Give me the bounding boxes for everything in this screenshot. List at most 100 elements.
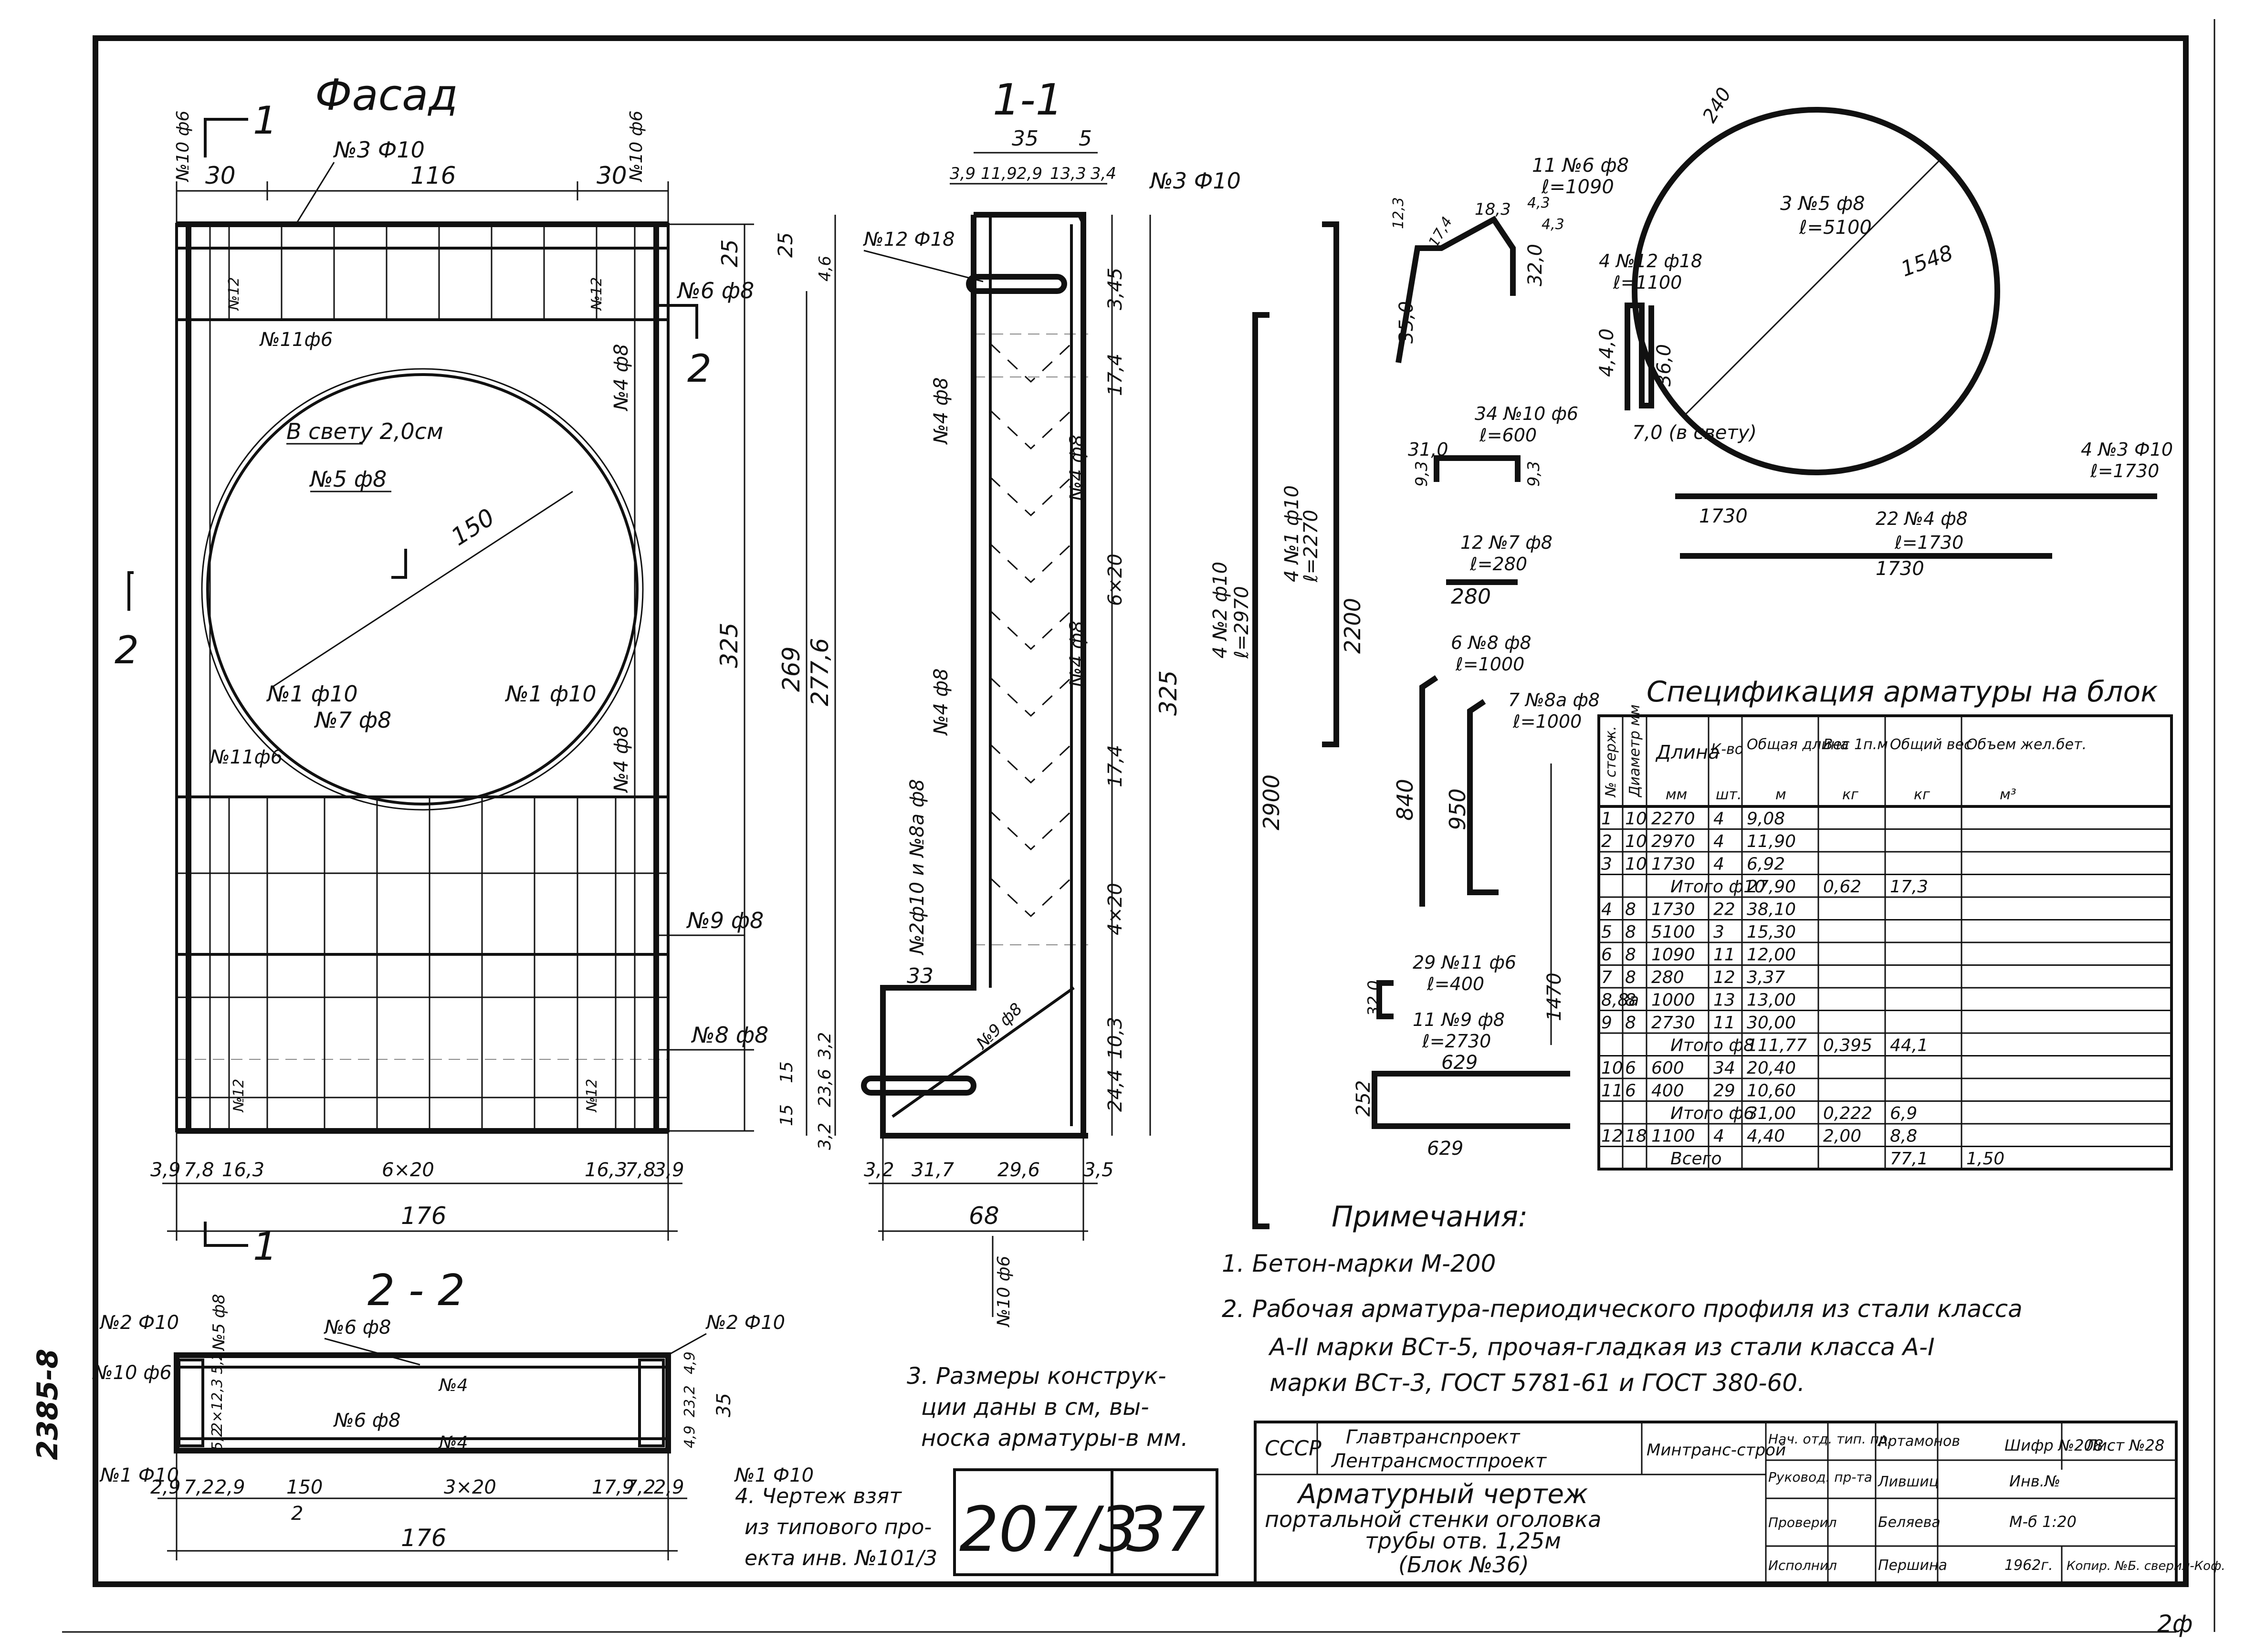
svg-text:Вес 1п.м: Вес 1п.м xyxy=(1823,736,1888,753)
svg-text:2: 2 xyxy=(115,628,139,672)
label-n6: №6 ф8 xyxy=(676,278,754,303)
spec-cell: 6 xyxy=(1625,1058,1636,1078)
spec-table: Спецификация арматуры на блок № стерж. Д… xyxy=(1597,675,2173,1171)
spec-cell: 1,50 xyxy=(1966,1149,2004,1169)
bending-schedule: 11 №6 ф8 ℓ=1090 12,3 17,4 18,3 4,3 4,3 3… xyxy=(1209,84,2173,1229)
s11-bottom-left-dims: 15 3,2 15 23,6 3,2 xyxy=(777,1032,835,1150)
svg-text:3,9: 3,9 xyxy=(150,1159,181,1181)
s22-n6-bottom: №6 ф8 xyxy=(333,1410,400,1432)
bar-n11: 29 №11 ф6 ℓ=400 32,0 xyxy=(1364,952,1516,1019)
tb-roles: Нач. отд. тип. пр. Руковод. пр-та Провер… xyxy=(1768,1431,1892,1573)
svg-text:3,2: 3,2 xyxy=(815,1123,835,1150)
svg-text:7 №8а ф8: 7 №8а ф8 xyxy=(1508,690,1600,711)
spec-cell: 1000 xyxy=(1651,991,1695,1010)
spec-cell: 10 xyxy=(1625,855,1647,874)
svg-text:4 №1 ф10: 4 №1 ф10 xyxy=(1281,485,1303,582)
label-n10-left: №10 ф6 xyxy=(173,111,193,182)
svg-text:7,2: 7,2 xyxy=(625,1476,656,1498)
spec-cell: Всего xyxy=(1670,1149,1722,1169)
spec-cell: 1 xyxy=(1601,809,1612,829)
tb-sheet: Лист №28 xyxy=(2085,1436,2164,1454)
note-4b: из типового про- xyxy=(745,1515,932,1539)
svg-text:ℓ=2730: ℓ=2730 xyxy=(1422,1031,1491,1052)
spec-cell: 6,9 xyxy=(1890,1104,1917,1123)
label-n3: №3 Ф10 xyxy=(333,137,425,163)
lower-mesh xyxy=(177,795,668,1131)
s11-n2: №2ф10 и №8а ф8 xyxy=(906,779,928,956)
svg-text:4 №3 Ф10: 4 №3 Ф10 xyxy=(2081,439,2173,460)
s22-n10: №10 ф6 xyxy=(92,1362,172,1384)
s11-right-dims: 3,45 17,4 6×20 17,4 4×20 10,3 24,4 xyxy=(1104,268,1126,1112)
svg-text:11,9: 11,9 xyxy=(981,164,1017,183)
sheet-code: 2385-8 xyxy=(31,1349,64,1460)
spec-cell: 9,08 xyxy=(1747,809,1785,829)
tb-drawing-4: (Блок №36) xyxy=(1398,1552,1529,1578)
tb-shifr: Шифр №208 xyxy=(2004,1436,2103,1454)
svg-text:17,4: 17,4 xyxy=(1104,745,1126,787)
svg-text:шт.: шт. xyxy=(1716,786,1741,803)
notes-title: Примечания: xyxy=(1332,1200,1528,1234)
spec-cell: 8 xyxy=(1625,945,1636,965)
svg-text:2,9: 2,9 xyxy=(654,1476,684,1498)
label-n4-upper: №4 ф8 xyxy=(610,344,632,411)
svg-text:Проверил: Проверил xyxy=(1768,1515,1837,1530)
spec-cell: 2970 xyxy=(1651,832,1695,851)
spec-cell: 22 xyxy=(1713,900,1735,920)
spec-cell: 44,1 xyxy=(1890,1036,1928,1056)
spec-cell: 5100 xyxy=(1651,922,1695,942)
spec-cell: 12,00 xyxy=(1747,945,1796,965)
spec-cell: 10 xyxy=(1601,1058,1623,1078)
svg-text:ℓ=1000: ℓ=1000 xyxy=(1455,654,1524,675)
spec-cell: 20,40 xyxy=(1747,1058,1796,1078)
s11-dim-35: 35 xyxy=(1012,126,1039,151)
svg-text:кг: кг xyxy=(1842,786,1858,803)
section-mark-1-top: 1 xyxy=(204,98,277,157)
spec-cell: 111,77 xyxy=(1747,1036,1807,1056)
svg-text:Першина: Першина xyxy=(1878,1557,1947,1574)
svg-text:629: 629 xyxy=(1427,1138,1463,1160)
svg-text:3,9: 3,9 xyxy=(950,164,976,183)
svg-text:240: 240 xyxy=(1699,84,1736,126)
bar-n3: 4 №3 Ф10 ℓ=1730 1730 xyxy=(1675,439,2173,527)
svg-text:Исполнил: Исполнил xyxy=(1768,1558,1837,1573)
spec-cell: 1730 xyxy=(1651,900,1695,920)
spec-cell: 11 xyxy=(1713,1013,1735,1033)
tb-drawing-3: трубы отв. 1,25м xyxy=(1365,1528,1561,1554)
spec-headers: № стерж. Диаметр мм Длина К-во Общая дли… xyxy=(1603,704,2087,803)
section-1-1-title: 1-1 xyxy=(993,75,1063,125)
svg-text:15: 15 xyxy=(777,1104,797,1126)
svg-text:17,9: 17,9 xyxy=(592,1476,634,1498)
spec-cell: Итого ф10 xyxy=(1670,877,1765,897)
svg-text:31,7: 31,7 xyxy=(912,1159,955,1181)
spec-cell: 4 xyxy=(1601,900,1612,920)
svg-text:18,3: 18,3 xyxy=(1475,200,1511,219)
s11-n4-d: №4 ф8 xyxy=(1066,621,1088,688)
spec-cell: 77,1 xyxy=(1890,1149,1928,1169)
tb-names: Артамонов Лившиц Беляева Першина xyxy=(1877,1433,1960,1574)
svg-text:29 №11 ф6: 29 №11 ф6 xyxy=(1413,952,1516,973)
svg-text:11 №6 ф8: 11 №6 ф8 xyxy=(1532,155,1629,177)
spec-cell: 4 xyxy=(1713,1127,1724,1146)
svg-text:2,9: 2,9 xyxy=(150,1476,181,1498)
s22-n2-left: №2 Ф10 xyxy=(99,1312,179,1334)
bar-n8: 6 №8 ф8 ℓ=1000 840 xyxy=(1392,632,1532,907)
label-n1-right: №1 ф10 xyxy=(504,681,597,707)
spec-cell: 11 xyxy=(1713,945,1735,965)
note-4a: 4. Чертеж взят xyxy=(735,1484,902,1508)
spec-cell: Итого ф6 xyxy=(1670,1104,1754,1123)
svg-text:Общий вес: Общий вес xyxy=(1890,736,1972,753)
svg-text:Беляева: Беляева xyxy=(1878,1514,1941,1531)
svg-text:3 №5 ф8: 3 №5 ф8 xyxy=(1780,193,1865,215)
svg-text:22 №4 ф8: 22 №4 ф8 xyxy=(1876,508,1968,529)
bar-n8a: 7 №8а ф8 ℓ=1000 950 xyxy=(1445,690,1600,895)
spec-cell: 3 xyxy=(1601,855,1612,874)
stamp-box: 207/3 37 xyxy=(953,1468,1218,1576)
bar-n4: 22 №4 ф8 ℓ=1730 1730 xyxy=(1680,508,2052,580)
note-3b: ции даны в см, вы- xyxy=(921,1394,1149,1421)
s11-height-269: 269 xyxy=(777,647,805,692)
spec-cell: 9 xyxy=(1601,1013,1612,1033)
svg-text:5,2: 5,2 xyxy=(209,1351,226,1374)
svg-text:9,3: 9,3 xyxy=(1524,461,1543,487)
s11-dim-5: 5 xyxy=(1079,126,1092,151)
svg-text:6 №8 ф8: 6 №8 ф8 xyxy=(1451,632,1532,653)
